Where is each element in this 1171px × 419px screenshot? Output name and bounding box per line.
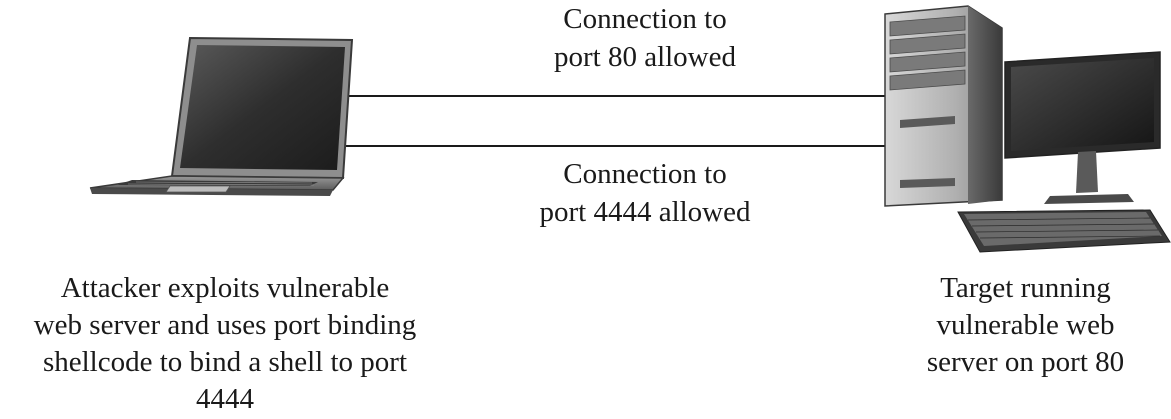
desktop-computer-icon [884, 5, 1171, 253]
laptop-icon [89, 36, 354, 196]
connection-label-port-80: Connection to port 80 allowed [553, 3, 736, 73]
connection-label-port-4444: Connection to port 4444 allowed [539, 158, 751, 228]
attacker-caption: Attacker exploits vulnerable web server … [33, 272, 417, 415]
target-caption: Target running vulnerable web server on … [926, 272, 1125, 378]
